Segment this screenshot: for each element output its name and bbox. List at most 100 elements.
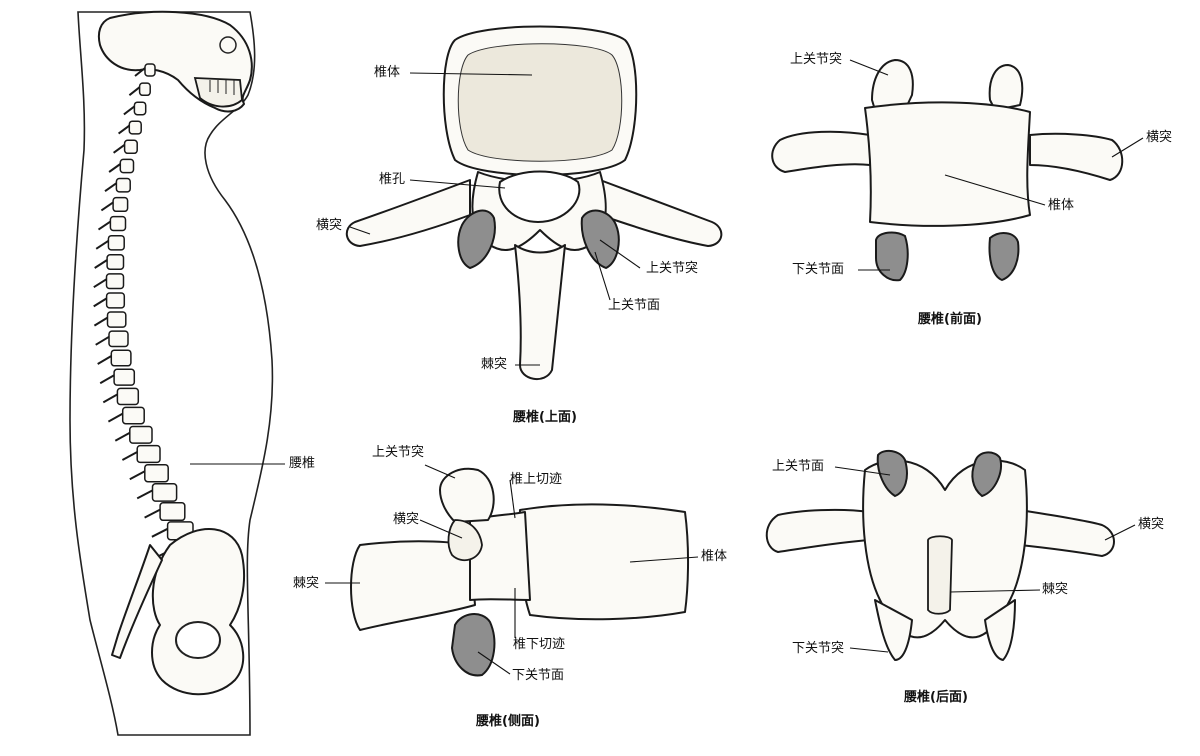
sup-facet-right xyxy=(580,209,620,270)
transverse-process-left xyxy=(345,179,471,247)
label-lateral-transverse: 横突 xyxy=(393,512,420,527)
caption-top-view: 腰椎(上面) xyxy=(513,410,577,425)
vertebra-segment xyxy=(138,82,151,97)
caption-back-view: 腰椎(后面) xyxy=(904,690,968,705)
label-top-sup-process: 上关节突 xyxy=(646,261,699,276)
orbit xyxy=(219,36,237,54)
transverse-process-right-front xyxy=(1029,132,1124,181)
sup-facet-left-back xyxy=(876,449,908,498)
spinous-process-segment xyxy=(93,316,109,327)
inf-facet-lateral xyxy=(450,613,496,677)
caption-front-view: 腰椎(前面) xyxy=(918,312,982,327)
transverse-process-left-front xyxy=(771,130,871,173)
spinous-process-back xyxy=(927,535,953,615)
label-lateral-sup-notch: 椎上切迹 xyxy=(510,472,563,487)
label-back-spinous: 棘突 xyxy=(1042,582,1069,597)
transverse-process-right-back xyxy=(1019,509,1115,557)
label-front-inf-facet: 下关节面 xyxy=(792,262,845,277)
vertebra-segment xyxy=(105,273,125,290)
spinous-process-segment xyxy=(144,508,161,519)
spinous-process-segment xyxy=(113,143,126,154)
inf-process-left-back xyxy=(874,599,913,661)
vertebra-segment xyxy=(105,292,126,309)
spinous-process-segment xyxy=(104,182,117,193)
transverse-process-right xyxy=(599,179,723,247)
spinous-process-segment xyxy=(102,393,118,404)
vertebra-segment xyxy=(106,311,127,328)
spinous-process-segment xyxy=(95,239,109,250)
spinous-process-segment xyxy=(99,374,115,385)
vertebra-segment xyxy=(119,158,135,174)
label-lateral-spinous: 棘突 xyxy=(293,576,320,591)
spinous-process-segment xyxy=(134,67,146,77)
label-back-inf-process: 下关节突 xyxy=(792,641,845,656)
front-view-figure xyxy=(771,59,1124,282)
inf-facet-right-front xyxy=(988,232,1020,282)
vertebra-segment xyxy=(136,444,161,464)
spinous-process-segment xyxy=(128,86,141,96)
label-back-transverse: 横突 xyxy=(1138,517,1165,532)
sup-process-lateral xyxy=(439,467,495,523)
label-lateral-inf-facet: 下关节面 xyxy=(512,668,565,683)
sup-facet-left xyxy=(457,209,496,270)
spinous-process-segment xyxy=(93,297,108,308)
top-view-figure xyxy=(345,25,723,380)
label-lumbar-spine: 腰椎 xyxy=(289,456,316,471)
lateral-view-figure xyxy=(350,467,690,677)
spinous-process-segment xyxy=(151,527,169,538)
spinous-process-segment xyxy=(94,259,108,269)
spinous-process-segment xyxy=(108,163,121,173)
pelvis xyxy=(151,528,246,696)
vertebra-segment xyxy=(144,63,156,77)
vertebra-segment xyxy=(129,425,153,444)
caption-lateral-view: 腰椎(侧面) xyxy=(476,714,540,729)
leader-lines xyxy=(190,59,1144,675)
vertebra-segment xyxy=(108,330,129,348)
vertebral-column xyxy=(93,63,202,560)
vertebra-segment xyxy=(133,101,147,116)
label-top-body: 椎体 xyxy=(374,65,401,80)
spinous-process-segment xyxy=(136,489,153,500)
label-top-foramen: 椎孔 xyxy=(379,172,406,187)
label-top-transverse: 横突 xyxy=(316,218,343,233)
transverse-process-left-back xyxy=(765,508,871,553)
vertebra-segment xyxy=(115,177,131,193)
spinous-process-segment xyxy=(95,335,110,346)
inf-process-right-back xyxy=(984,599,1016,661)
teeth xyxy=(209,80,235,95)
transverse-process-lateral xyxy=(447,519,483,562)
spinous-process-segment xyxy=(121,451,138,461)
vertebra-segment xyxy=(106,254,125,270)
label-top-sup-facet: 上关节面 xyxy=(608,298,661,313)
label-front-body: 椎体 xyxy=(1048,198,1075,213)
sup-process-left-front xyxy=(871,59,914,111)
vertebra-segment xyxy=(123,139,138,155)
sacrum xyxy=(111,544,163,659)
vertebra-segment xyxy=(128,120,142,135)
label-front-sup-process: 上关节突 xyxy=(790,52,843,67)
spinous-process-segment xyxy=(97,355,112,365)
spinous-process-segment xyxy=(123,105,136,116)
vertebra-segment xyxy=(159,502,186,522)
spinous-process-top xyxy=(514,244,566,380)
vertebral-foramen xyxy=(498,170,581,224)
spinous-process-lateral xyxy=(350,540,476,631)
vertebra-segment xyxy=(116,387,140,406)
vertebral-body-front xyxy=(864,101,1031,227)
vertebral-body-lateral xyxy=(518,503,690,621)
sup-facet-right-back xyxy=(971,451,1002,498)
spinous-process-segment xyxy=(118,124,130,135)
vertebra-segment xyxy=(107,234,125,251)
vertebra-segment xyxy=(144,463,169,483)
vertebra-segment xyxy=(109,215,127,232)
spine-side-figure xyxy=(69,10,274,736)
label-top-spinous: 棘突 xyxy=(481,357,508,372)
spinous-process-segment xyxy=(114,431,131,442)
spinous-process-segment xyxy=(129,470,146,481)
vertebra-segment xyxy=(113,368,136,386)
spinous-process-segment xyxy=(100,201,114,212)
label-lateral-inf-notch: 椎下切迹 xyxy=(513,637,566,652)
label-lateral-sup-process: 上关节突 xyxy=(372,445,425,460)
vertebra-segment xyxy=(151,483,178,502)
